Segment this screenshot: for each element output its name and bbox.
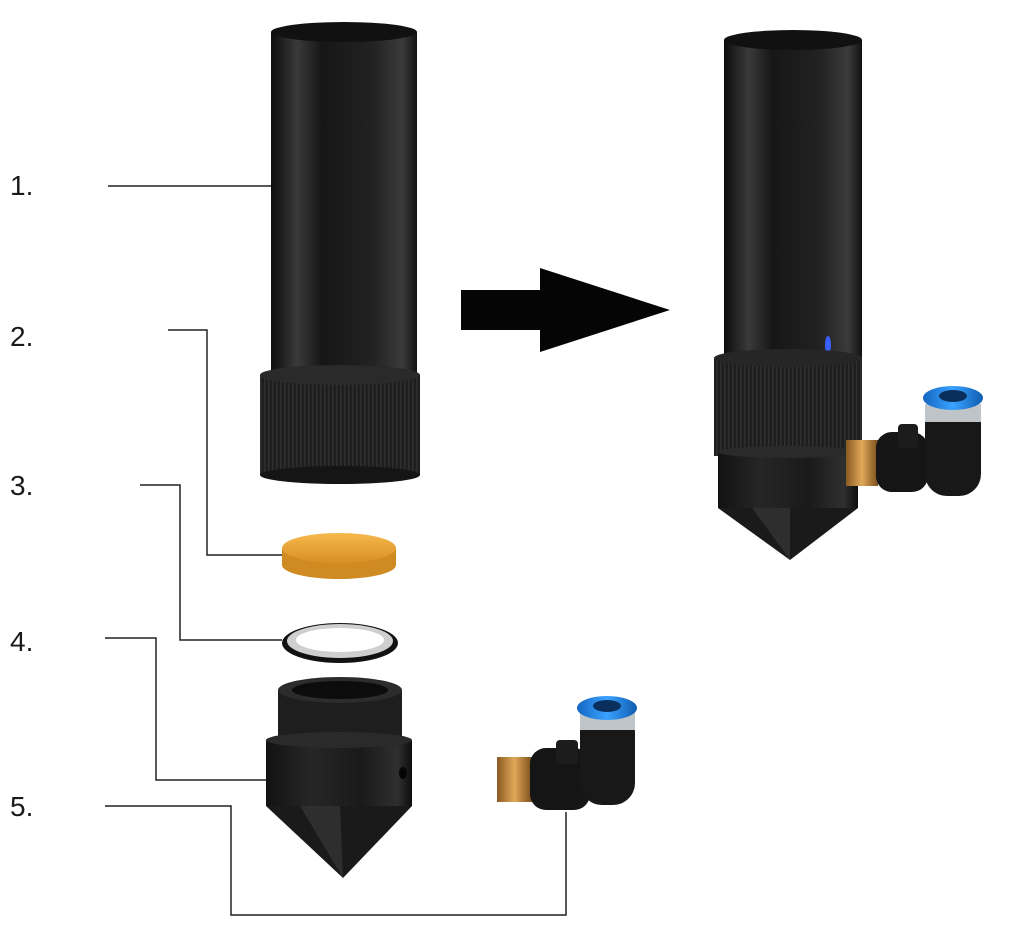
- assembled-laser-head: [714, 30, 983, 560]
- part-label-3: 3.: [10, 470, 34, 501]
- right-arrow-icon: [461, 268, 670, 352]
- part-5-fitting: [497, 696, 637, 810]
- part-2-lens: [282, 533, 396, 579]
- leader-line-5: [105, 805, 567, 916]
- part-label-5: 5.: [10, 791, 34, 822]
- part-1-tube: [260, 22, 420, 484]
- leader-lines: [105, 185, 567, 916]
- part-3-ring: [282, 623, 398, 663]
- part-4-nozzle: [266, 677, 412, 878]
- leader-line-3: [140, 484, 282, 641]
- leader-line-2: [168, 329, 285, 556]
- part-label-4: 4.: [10, 626, 34, 657]
- part-label-2: 2.: [10, 321, 34, 352]
- leader-line-4: [105, 637, 270, 781]
- part-label-1: 1.: [10, 170, 34, 201]
